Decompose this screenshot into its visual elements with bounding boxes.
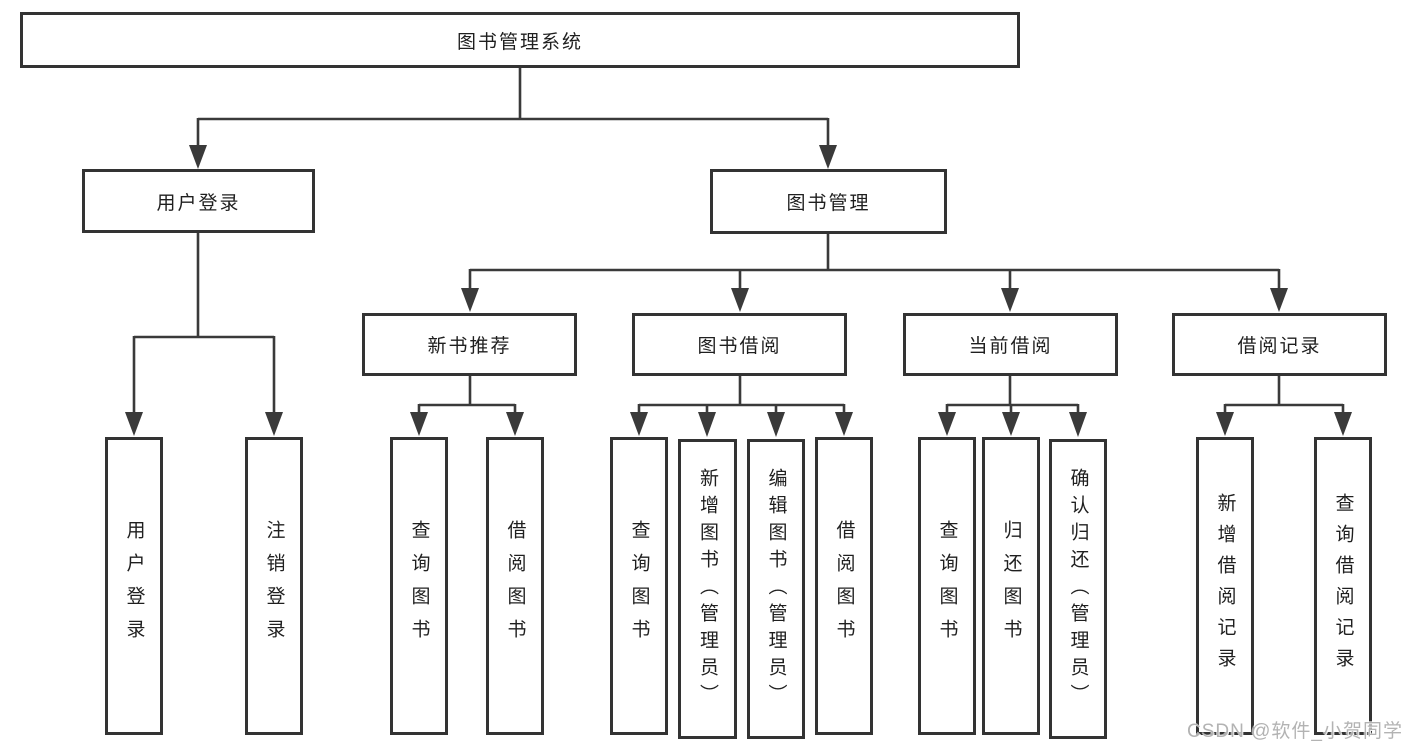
arrow-down-icon (506, 412, 524, 436)
arrow-down-icon (1002, 412, 1020, 436)
leaf-add-books-admin-label: 新增图书（管理员） (697, 467, 718, 711)
arrow-down-icon (1216, 412, 1234, 436)
node-user-login-label: 用户登录 (156, 192, 241, 214)
leaf-edit-books-admin-label: 编辑图书（管理员） (765, 467, 787, 711)
leaf-confirm-return-admin-label: 确认归还（管理员） (1067, 467, 1089, 711)
leaf-query-record: 查询借阅记录 (1314, 437, 1372, 735)
node-book-mgmt: 图书管理 (710, 169, 947, 234)
leaf-current-query-label: 查询图书 (936, 520, 958, 652)
connector-book-mgmt-to-level3 (461, 234, 1288, 312)
node-book-borrow: 图书借阅 (632, 313, 847, 376)
arrow-down-icon (698, 412, 716, 437)
node-current-borrow: 当前借阅 (903, 313, 1118, 376)
leaf-add-books-admin: 新增图书（管理员） (678, 439, 737, 739)
leaf-user-login: 用户登录 (105, 437, 163, 735)
leaf-book-borrow-query-label: 查询图书 (628, 520, 650, 652)
csdn-watermark: CSDN @软件_小贺同学 (1187, 721, 1403, 742)
leaf-edit-books-admin: 编辑图书（管理员） (747, 439, 805, 739)
arrow-down-icon (125, 412, 143, 436)
leaf-add-record: 新增借阅记录 (1196, 437, 1254, 735)
leaf-new-books-borrow: 借阅图书 (486, 437, 544, 735)
leaf-return-books-label: 归还图书 (1000, 520, 1022, 652)
leaf-new-books-query-label: 查询图书 (408, 520, 430, 652)
arrow-down-icon (1069, 412, 1087, 437)
node-borrow-records-label: 借阅记录 (1237, 336, 1322, 357)
node-borrow-records: 借阅记录 (1172, 313, 1387, 376)
node-current-borrow-label: 当前借阅 (968, 336, 1053, 357)
arrow-down-icon (767, 412, 785, 437)
leaf-confirm-return-admin: 确认归还（管理员） (1049, 439, 1107, 739)
leaf-current-query: 查询图书 (918, 437, 976, 735)
leaf-book-borrow-query: 查询图书 (610, 437, 668, 735)
leaf-book-borrow-borrow-label: 借阅图书 (833, 520, 855, 652)
connector-root-to-level2 (189, 68, 837, 169)
leaf-return-books: 归还图书 (982, 437, 1040, 735)
connector-current-borrow-to-leaves (938, 376, 1087, 437)
leaf-query-record-label: 查询借阅记录 (1332, 493, 1354, 679)
leaf-logout-label: 注销登录 (263, 520, 285, 652)
leaf-new-books-borrow-label: 借阅图书 (504, 520, 526, 652)
connector-new-books-to-leaves (410, 376, 524, 436)
arrow-down-icon (630, 412, 648, 436)
arrow-down-icon (731, 288, 749, 312)
arrow-down-icon (410, 412, 428, 436)
leaf-add-record-label: 新增借阅记录 (1214, 493, 1236, 679)
arrow-down-icon (461, 288, 479, 312)
node-book-mgmt-label: 图书管理 (786, 193, 871, 214)
arrow-down-icon (189, 145, 207, 169)
arrow-down-icon (1334, 412, 1352, 436)
arrow-down-icon (1270, 288, 1288, 312)
node-new-books: 新书推荐 (362, 313, 577, 376)
arrow-down-icon (938, 412, 956, 436)
leaf-logout: 注销登录 (245, 437, 303, 735)
node-user-login: 用户登录 (82, 169, 315, 233)
node-root-label: 图书管理系统 (456, 31, 583, 53)
node-new-books-label: 新书推荐 (427, 336, 512, 357)
arrow-down-icon (1001, 288, 1019, 312)
leaf-book-borrow-borrow: 借阅图书 (815, 437, 873, 735)
arrow-down-icon (819, 145, 837, 169)
node-root: 图书管理系统 (20, 12, 1020, 68)
leaf-new-books-query: 查询图书 (390, 437, 448, 735)
node-book-borrow-label: 图书借阅 (697, 336, 782, 357)
arrow-down-icon (265, 412, 283, 436)
leaf-user-login-label: 用户登录 (123, 520, 145, 652)
connector-borrow-records-to-leaves (1216, 376, 1352, 436)
connector-book-borrow-to-leaves (630, 376, 853, 437)
arrow-down-icon (835, 412, 853, 436)
connector-user-login-to-leaves (125, 233, 283, 436)
